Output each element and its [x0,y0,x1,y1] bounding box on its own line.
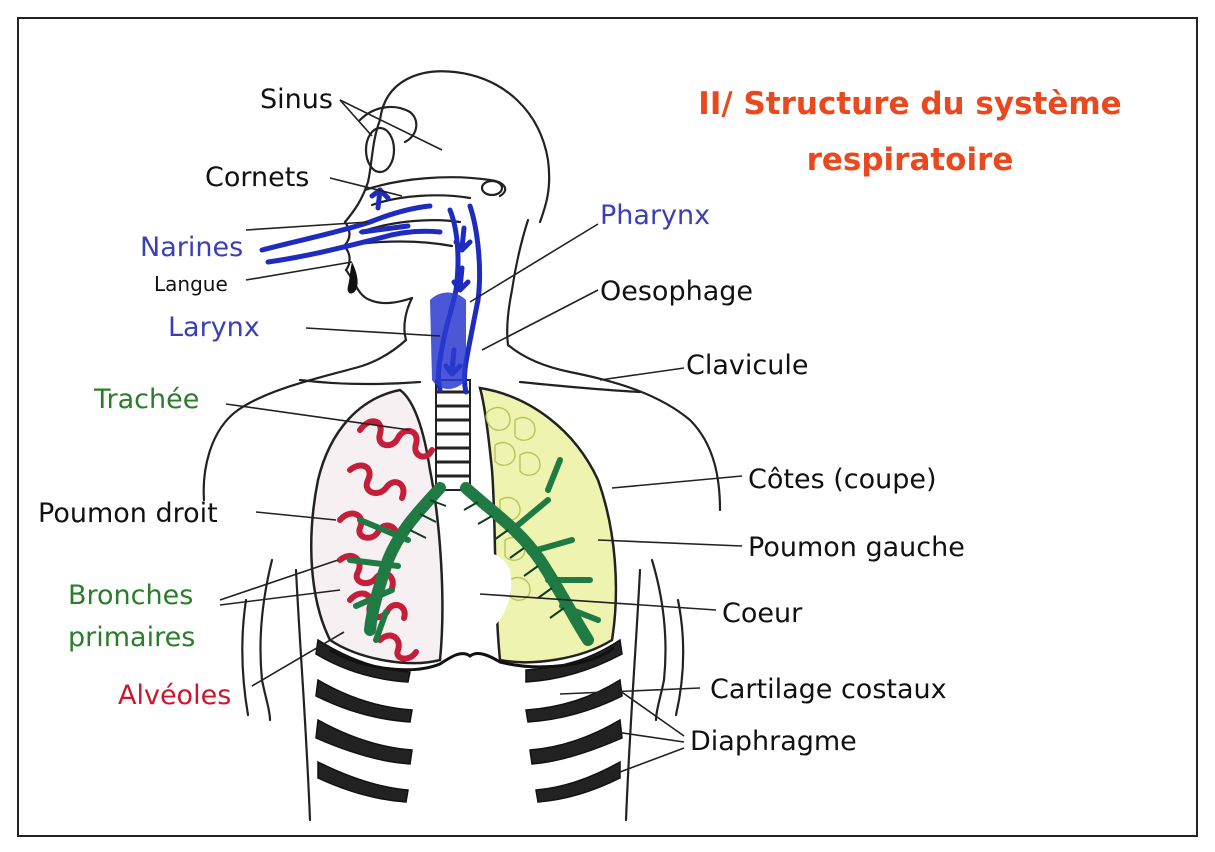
label-pharynx: Pharynx [600,200,710,232]
label-poumon-droit: Poumon droit [38,498,218,530]
trachea [436,380,470,490]
diagram-title-line1: II/ Structure du système [650,84,1170,124]
label-sinus: Sinus [260,84,333,116]
label-bronches-2: primaires [68,622,195,654]
label-alveoles: Alvéoles [118,680,231,712]
label-cotes: Côtes (coupe) [748,464,937,496]
label-cornets: Cornets [205,162,309,194]
larynx-fill [430,293,466,390]
label-narines: Narines [140,232,243,264]
label-larynx: Larynx [168,312,260,344]
label-langue: Langue [154,271,228,297]
label-trachee: Trachée [94,384,199,416]
label-coeur: Coeur [722,598,802,630]
label-bronches-1: Bronches [68,580,193,612]
label-oesophage: Oesophage [600,276,753,308]
diagram-title-line2: respiratoire [650,140,1170,180]
label-cartilage: Cartilage costaux [710,674,947,706]
label-poumon-gauche: Poumon gauche [748,532,965,564]
label-diaphragme: Diaphragme [690,726,857,758]
label-clavicule: Clavicule [686,350,808,382]
